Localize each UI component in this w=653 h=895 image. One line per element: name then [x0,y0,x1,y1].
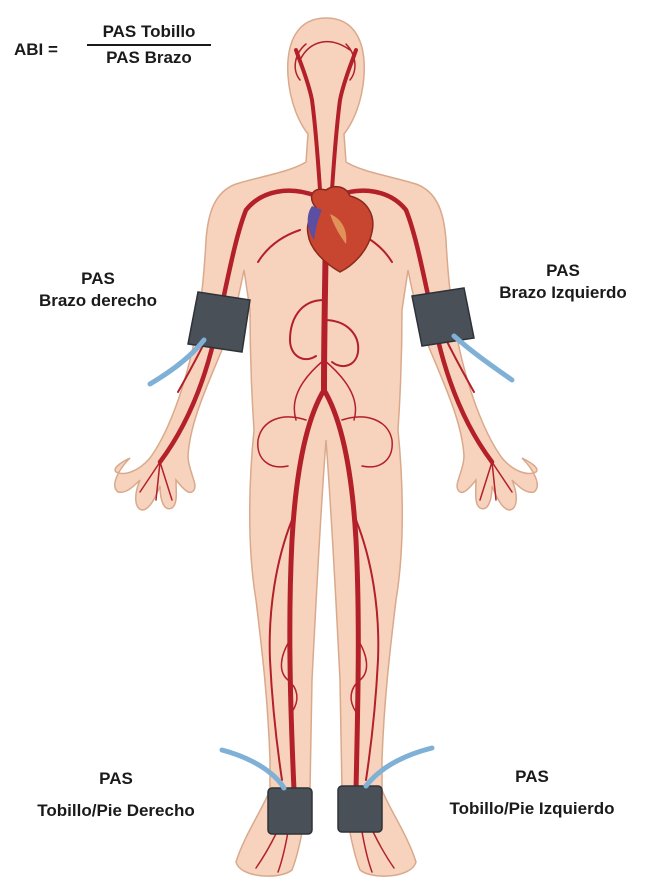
abi-numerator: PAS Tobillo [84,22,214,44]
label-right-ankle: PAS Tobillo/Pie Derecho [6,768,226,822]
label-left-arm: PAS Brazo Izquierdo [478,260,648,304]
label-right-arm-line1: PAS [8,268,188,290]
right-arm-cuff [188,292,250,352]
abi-formula-lhs: ABI = [14,40,58,60]
abi-fraction: PAS Tobillo PAS Brazo [84,22,214,68]
label-right-arm-line2: Brazo derecho [8,290,188,312]
label-left-ankle: PAS Tobillo/Pie Izquierdo [416,766,648,820]
label-right-ankle-line1: PAS [6,768,226,790]
abi-denominator: PAS Brazo [84,46,214,68]
label-left-ankle-line1: PAS [416,766,648,788]
label-right-arm: PAS Brazo derecho [8,268,188,312]
left-ankle-cuff [338,786,382,832]
body-silhouette [115,18,537,876]
right-ankle-cuff [268,788,312,834]
left-arm-cuff [412,288,474,346]
label-left-arm-line1: PAS [478,260,648,282]
label-left-ankle-line2: Tobillo/Pie Izquierdo [416,798,648,820]
label-right-ankle-line2: Tobillo/Pie Derecho [6,800,226,822]
label-left-arm-line2: Brazo Izquierdo [478,282,648,304]
